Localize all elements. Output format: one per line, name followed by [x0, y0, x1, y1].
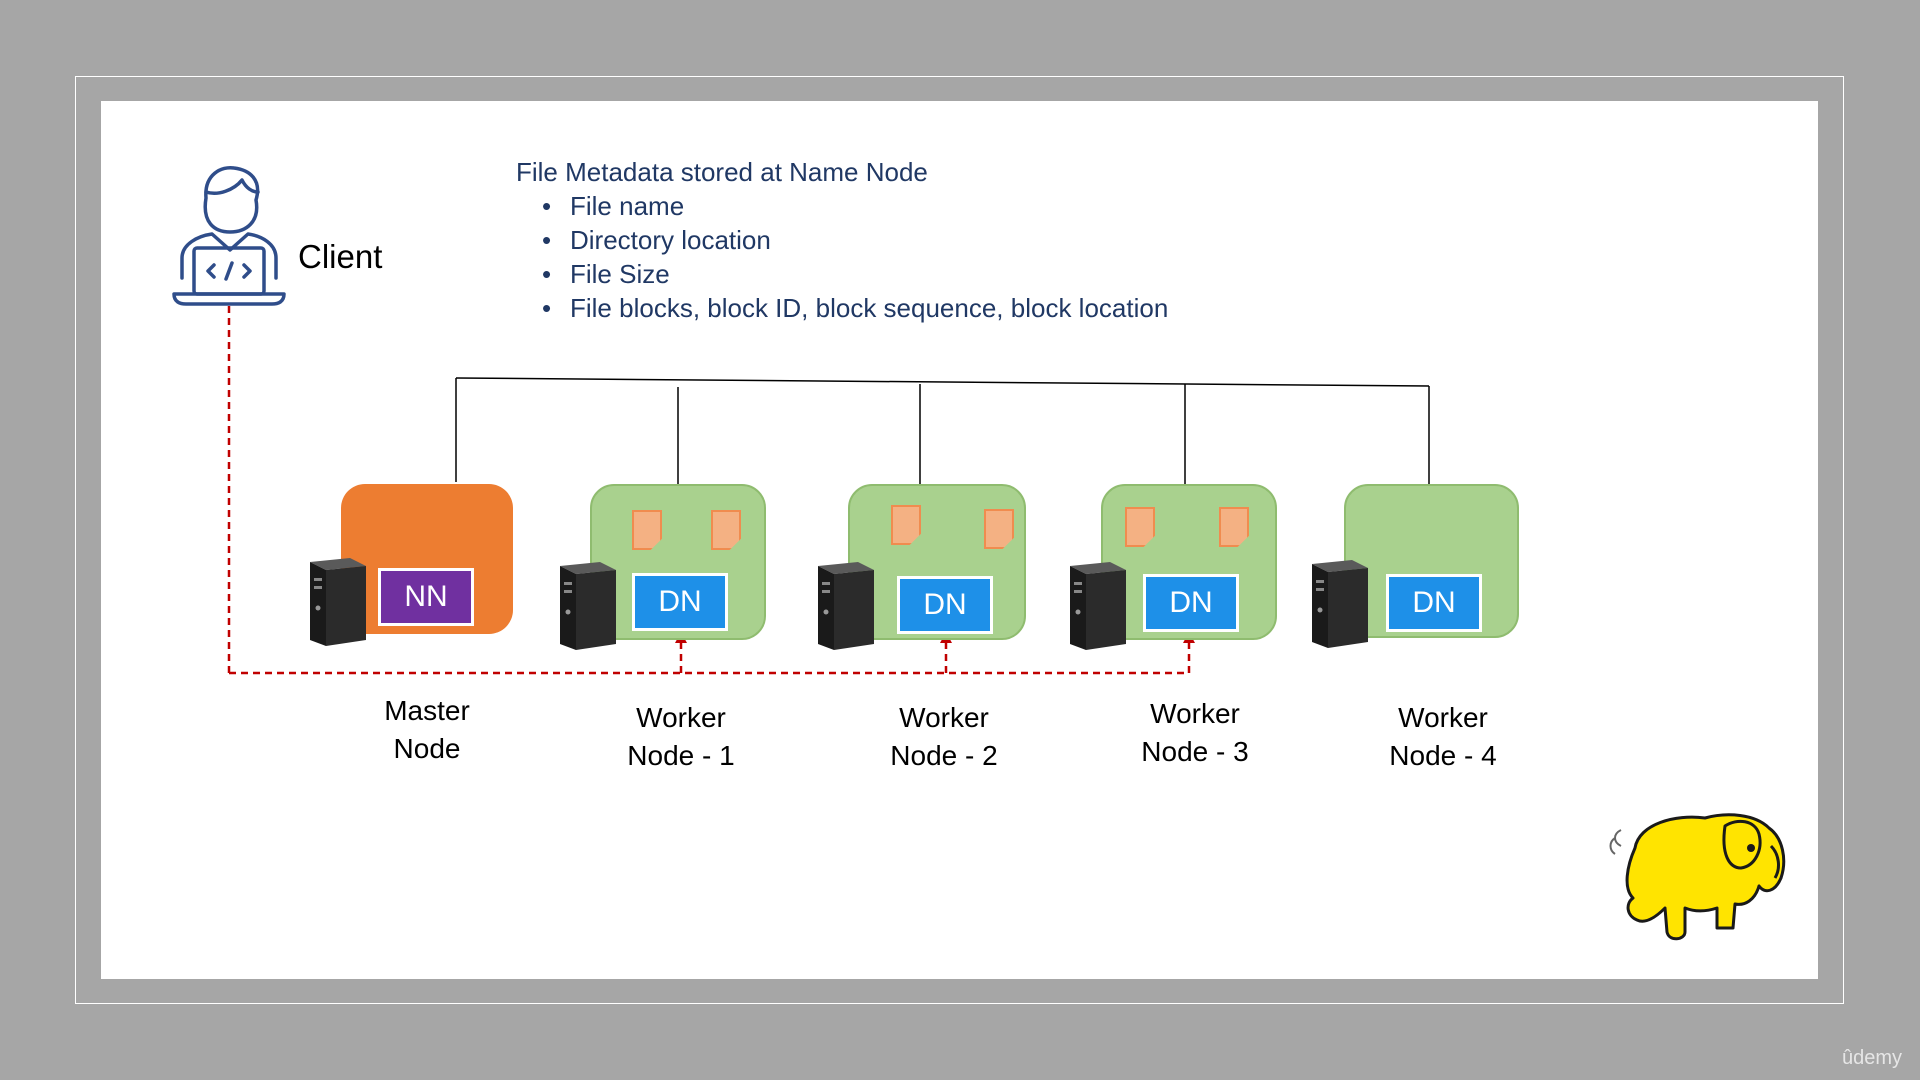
- dn-tag: DN: [632, 573, 728, 631]
- file-block-icon: [891, 505, 921, 545]
- metadata-item: Directory location: [542, 223, 1168, 257]
- file-block-icon: [632, 510, 662, 550]
- file-block-icon: [984, 509, 1014, 549]
- server-tower-icon: [310, 558, 366, 646]
- file-block-icon: [1219, 507, 1249, 547]
- slide-frame: [75, 76, 1844, 1004]
- client-data-path: [227, 306, 1191, 675]
- metadata-item: File blocks, block ID, block sequence, b…: [542, 291, 1168, 325]
- server-tower-icon: [1070, 562, 1126, 650]
- dn-tag: DN: [1386, 574, 1482, 632]
- server-tower-icon: [1312, 560, 1368, 648]
- server-tower-icon: [818, 562, 874, 650]
- udemy-watermark: ûdemy: [1841, 1047, 1902, 1069]
- metadata-heading: File Metadata stored at Name Node: [516, 157, 928, 187]
- metadata-list: File Metadata stored at Name Node File n…: [516, 155, 1168, 325]
- dn-tag: DN: [1143, 574, 1239, 632]
- metadata-item: File Size: [542, 257, 1168, 291]
- network-bus: [455, 377, 1430, 486]
- file-block-icon: [1125, 507, 1155, 547]
- server-tower-icon: [560, 562, 616, 650]
- developer-laptop-icon: [172, 165, 286, 306]
- dn-tag: DN: [897, 576, 993, 634]
- nn-tag: NN: [378, 568, 474, 626]
- file-block-icon: [711, 510, 741, 550]
- client-label: Client: [298, 238, 383, 275]
- metadata-item: File name: [542, 189, 1168, 223]
- hadoop-elephant-icon: [1609, 813, 1786, 941]
